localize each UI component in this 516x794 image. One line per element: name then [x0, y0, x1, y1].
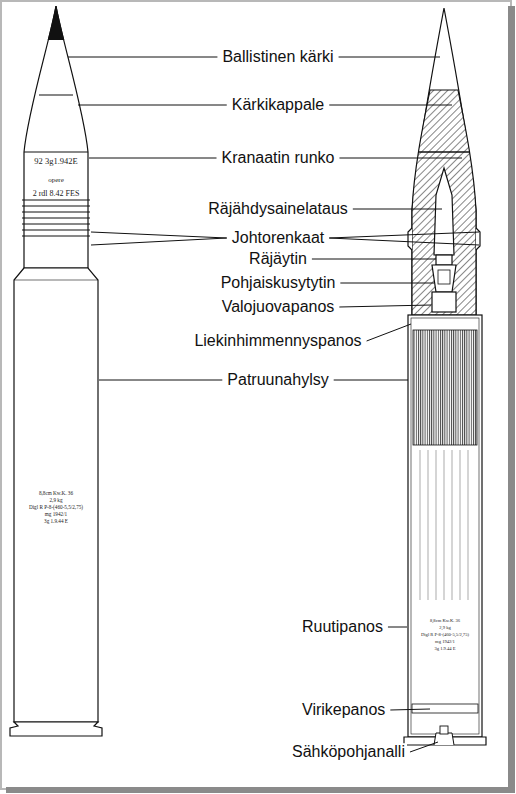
- leader-line: [390, 709, 430, 710]
- sectional-view: [404, 8, 486, 745]
- shell-marking: 2,9 kg: [50, 498, 63, 504]
- shell-marking: Digl R P-8-(460-5,5/2,75): [29, 505, 83, 511]
- leader-line: [329, 105, 452, 106]
- part-label: Virikepanos: [300, 701, 387, 719]
- leader-line: [334, 380, 408, 381]
- shell-marking: opere: [48, 177, 64, 185]
- shell-marking: 8,8cm Kw.K. 36: [39, 491, 73, 497]
- leader-line: [329, 232, 479, 238]
- exterior-view: [10, 6, 102, 736]
- shell-marking: Digl R P-8-(460-5,5/2,75): [421, 632, 469, 637]
- part-label: Patruunahylsy: [225, 371, 330, 389]
- part-label: Ballistinen kärki: [220, 48, 335, 66]
- leader-line: [340, 283, 434, 284]
- part-label: Kärkikappale: [230, 96, 327, 114]
- part-label: Valojuovapanos: [220, 298, 337, 316]
- shell-marking: mg 1942/1: [435, 639, 455, 644]
- leader-line: [367, 324, 411, 341]
- part-label: Ruutipanos: [300, 618, 385, 636]
- leader-line: [312, 259, 436, 260]
- leader-line: [91, 232, 227, 238]
- frame-shadow: [6, 787, 515, 793]
- leader-line: [339, 57, 440, 58]
- shell-marking: 2 rdl 8.42 FES: [33, 190, 80, 199]
- leader-line: [339, 158, 462, 159]
- part-label: Kranaatin runko: [220, 149, 337, 167]
- shell-marking: 2,9 kg: [439, 625, 450, 630]
- part-label: Pohjaiskusytytin: [219, 274, 338, 292]
- shell-marking: 8,8cm Kw.K. 36: [430, 618, 460, 623]
- leader-line: [68, 57, 217, 58]
- leader-line: [339, 305, 431, 307]
- leader-line: [353, 209, 442, 210]
- part-label: Johtorenkaat: [230, 229, 327, 247]
- part-label: Liekinhimmennyspanos: [192, 332, 363, 350]
- part-label: Räjäytin: [247, 250, 309, 268]
- part-label: Räjähdysainelataus: [206, 200, 350, 218]
- shell-marking: 3g 1.9.44 E: [44, 519, 68, 525]
- leader-line: [91, 238, 227, 245]
- leader-line: [99, 380, 222, 381]
- shell-marking: mg 1942/1: [45, 512, 67, 518]
- leader-line: [410, 742, 438, 752]
- shell-marking: 3g 1.9.44 E: [434, 646, 455, 651]
- leader-line: [329, 238, 479, 245]
- leader-line: [78, 105, 227, 106]
- frame-shadow: [508, 6, 515, 793]
- shell-marking: 92 3g1.942E: [34, 157, 77, 166]
- part-label: Sähköpohjanalli: [290, 743, 407, 761]
- leader-line: [89, 158, 217, 159]
- leader-line: [388, 627, 407, 628]
